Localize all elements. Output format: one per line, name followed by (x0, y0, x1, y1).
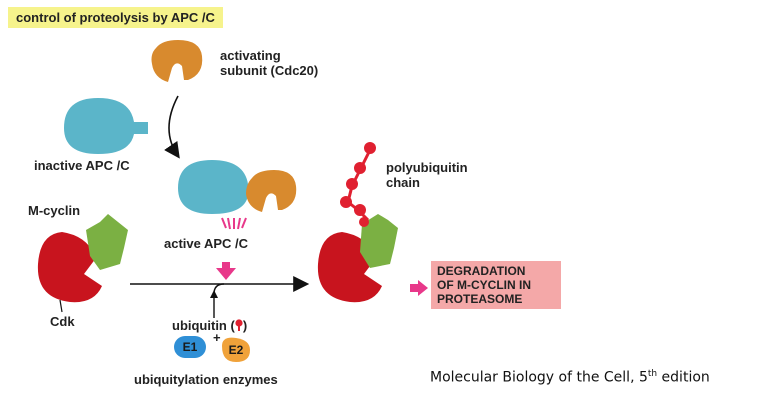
m-cyclin-ubiquitinated-shape (360, 214, 398, 268)
polyubiquitin-label: polyubiquitin chain (386, 160, 468, 190)
degradation-line1: DEGRADATION (437, 264, 526, 278)
degradation-line2: OF M-CYCLIN IN (437, 278, 531, 292)
degradation-line3: PROTEASOME (437, 292, 523, 306)
plus-sign: + (213, 330, 221, 345)
e1-label: E1 (182, 340, 198, 354)
active-apc-down-arrow (216, 262, 236, 280)
ubiquitin-icon (235, 319, 243, 331)
ubiquitin-input-arrowhead (210, 290, 218, 298)
activating-subunit-line1: activating (220, 48, 281, 63)
activating-subunit-label: activating subunit (Cdc20) (220, 48, 318, 78)
source-credit: Molecular Biology of the Cell, 5th editi… (430, 369, 710, 386)
m-cyclin-label: M-cyclin (28, 203, 81, 218)
ubiquitin-text: ubiquitin ( (172, 318, 235, 333)
credit-text: Molecular Biology of the Cell, 5 (430, 369, 648, 386)
degradation-arrow (410, 280, 428, 296)
m-cyclin-shape (86, 214, 128, 270)
polyubiquitin-chain (340, 142, 376, 227)
cdk-label: Cdk (50, 314, 75, 329)
ubiquitin-text-close: ) (242, 318, 248, 333)
active-apc-label: active APC /C (164, 236, 249, 251)
polyubiquitin-line1: polyubiquitin (386, 160, 468, 175)
ubiquitin-label: ubiquitin () (172, 318, 247, 333)
ubiquitylation-enzymes-label: ubiquitylation enzymes (134, 372, 278, 387)
polyubiquitin-line2: chain (386, 175, 420, 190)
ubiquitin-input-line (213, 283, 225, 318)
binding-arrow (164, 95, 180, 159)
e2-enzyme-shape (222, 337, 250, 362)
activating-subunit-line2: subunit (Cdc20) (220, 63, 319, 78)
credit-superscript: th (647, 369, 658, 379)
diagram-title: control of proteolysis by APC /C (8, 7, 223, 28)
e1-enzyme-shape (174, 336, 206, 358)
inactive-apc-shape (64, 98, 148, 154)
cdc20-subunit-shape (151, 40, 203, 82)
credit-suffix: edition (657, 369, 710, 386)
active-apc-shape (178, 160, 297, 214)
activation-marks (221, 217, 247, 230)
degradation-box: DEGRADATION OF M-CYCLIN IN PROTEASOME (431, 261, 561, 309)
e2-label: E2 (228, 343, 244, 357)
inactive-apc-label: inactive APC /C (34, 158, 130, 173)
cdk-shape (37, 232, 103, 303)
cdk-leader (59, 299, 63, 313)
